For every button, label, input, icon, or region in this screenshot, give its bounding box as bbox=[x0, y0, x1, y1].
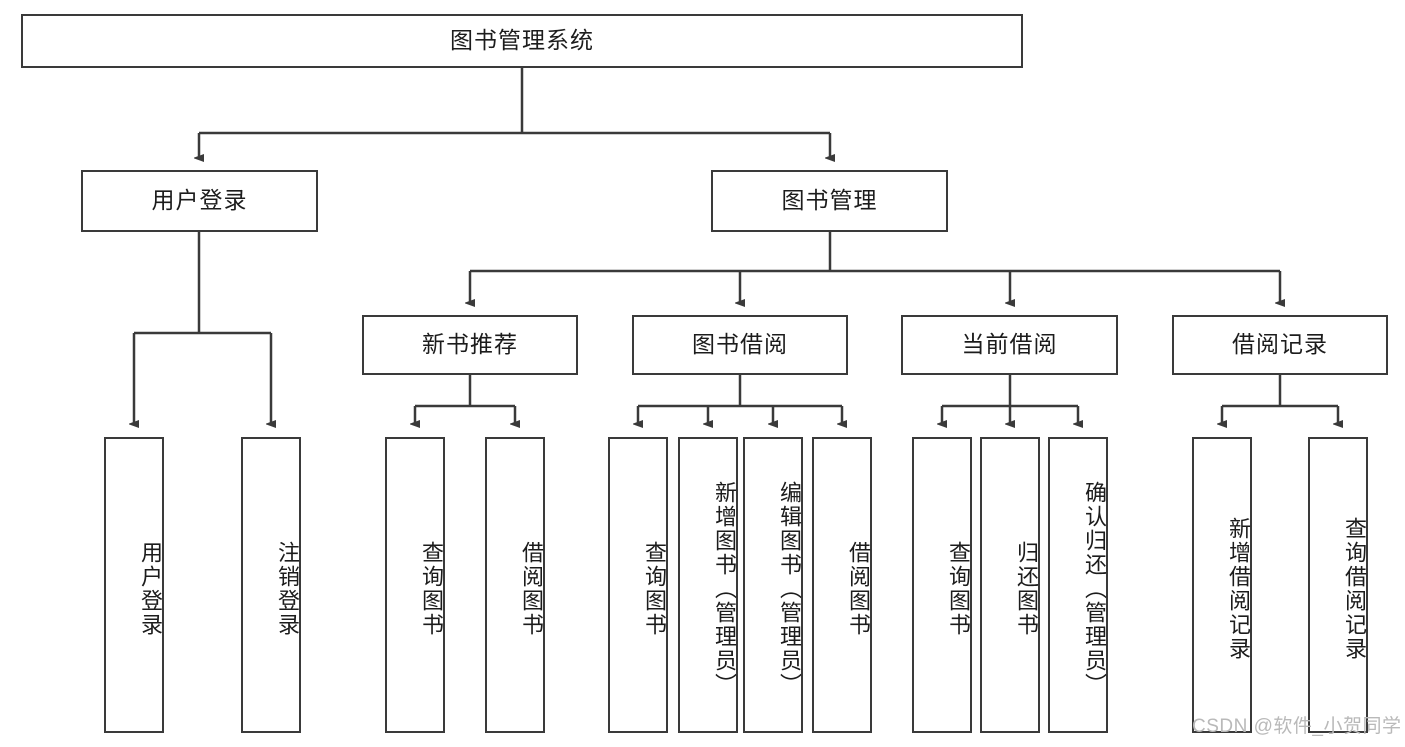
node-label: 归还图书 bbox=[1014, 541, 1039, 637]
node-label: 图书管理 bbox=[781, 187, 878, 214]
node-label: 当前借阅 bbox=[961, 331, 1058, 358]
leaf-user-login-signout[interactable]: 注销登录 bbox=[241, 437, 301, 733]
leaf-borrow-query-book[interactable]: 查询图书 bbox=[608, 437, 668, 733]
node-book-management[interactable]: 图书管理 bbox=[711, 170, 948, 232]
leaf-borrow-edit-book[interactable]: 编辑图书（管理员） bbox=[743, 437, 803, 733]
node-book-borrow[interactable]: 图书借阅 bbox=[632, 315, 848, 375]
node-label: 新书推荐 bbox=[422, 331, 518, 358]
leaf-borrow-borrow-book[interactable]: 借阅图书 bbox=[812, 437, 872, 733]
node-label: 确认归还（管理员） bbox=[1082, 481, 1107, 697]
node-label: 查询图书 bbox=[419, 541, 444, 637]
node-label: 查询图书 bbox=[642, 541, 667, 637]
leaf-user-login-signin[interactable]: 用户登录 bbox=[104, 437, 164, 733]
node-label: 新增借阅记录 bbox=[1226, 517, 1251, 661]
node-label: 编辑图书（管理员） bbox=[777, 481, 802, 697]
node-label: 用户登录 bbox=[151, 187, 248, 214]
leaf-recommend-borrow-book[interactable]: 借阅图书 bbox=[485, 437, 545, 733]
leaf-current-return-book[interactable]: 归还图书 bbox=[980, 437, 1040, 733]
node-label: 借阅图书 bbox=[846, 541, 871, 637]
node-new-book-recommend[interactable]: 新书推荐 bbox=[362, 315, 578, 375]
node-label: 图书借阅 bbox=[692, 331, 788, 358]
leaf-current-query-book[interactable]: 查询图书 bbox=[912, 437, 972, 733]
node-user-login[interactable]: 用户登录 bbox=[81, 170, 318, 232]
node-label: 用户登录 bbox=[138, 541, 163, 637]
node-label: 查询图书 bbox=[946, 541, 971, 637]
node-label: 新增图书（管理员） bbox=[712, 481, 737, 697]
node-root-system[interactable]: 图书管理系统 bbox=[21, 14, 1023, 68]
node-current-borrow[interactable]: 当前借阅 bbox=[901, 315, 1118, 375]
node-label: 注销登录 bbox=[275, 541, 300, 637]
leaf-record-query-record[interactable]: 查询借阅记录 bbox=[1308, 437, 1368, 733]
node-label: 借阅图书 bbox=[519, 541, 544, 637]
leaf-current-confirm-return[interactable]: 确认归还（管理员） bbox=[1048, 437, 1108, 733]
node-label: 图书管理系统 bbox=[450, 27, 594, 54]
node-borrow-record[interactable]: 借阅记录 bbox=[1172, 315, 1388, 375]
csdn-watermark: CSDN @软件_小贺同学 bbox=[1192, 716, 1402, 737]
leaf-recommend-query-book[interactable]: 查询图书 bbox=[385, 437, 445, 733]
leaf-borrow-add-book[interactable]: 新增图书（管理员） bbox=[678, 437, 738, 733]
node-label: 查询借阅记录 bbox=[1342, 517, 1367, 661]
node-label: 借阅记录 bbox=[1232, 331, 1328, 358]
leaf-record-add-record[interactable]: 新增借阅记录 bbox=[1192, 437, 1252, 733]
